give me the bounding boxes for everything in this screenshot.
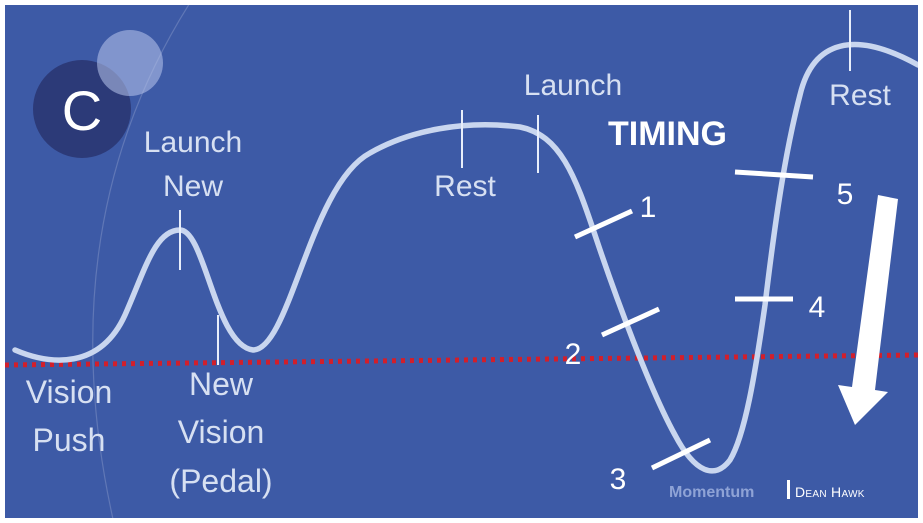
label-vision-push-line1: Vision <box>26 374 113 410</box>
brand-author: Dean Hawk <box>795 484 865 500</box>
step-number-1: 1 <box>640 191 657 224</box>
label-rest-top: Rest <box>829 79 891 112</box>
step-number-5: 5 <box>837 178 854 211</box>
label-vision-push-line2: Push <box>33 422 106 458</box>
step-number-2: 2 <box>565 338 582 371</box>
timing-title: TIMING <box>608 115 727 153</box>
logo-light-circle <box>97 30 163 96</box>
timing-marker-3 <box>650 437 712 471</box>
logo: C <box>33 30 163 158</box>
label-new-vision-line3: (Pedal) <box>169 463 272 499</box>
step-number-4: 4 <box>809 291 826 324</box>
label-rest: Rest <box>434 170 496 203</box>
momentum-timing-diagram: C TIMING Launch New Rest Launch Rest Vis… <box>5 5 918 518</box>
diagram-canvas: C TIMING Launch New Rest Launch Rest Vis… <box>5 5 918 518</box>
stage-labels: Launch New Rest Launch Rest Vision Push … <box>26 69 892 499</box>
timing-marker-5 <box>734 169 814 180</box>
logo-letter: C <box>62 79 102 142</box>
label-new-vision-line1: New <box>189 366 254 402</box>
brand-name: Momentum <box>669 484 754 501</box>
down-arrow-icon <box>838 195 898 425</box>
timing-marker-1 <box>573 208 634 240</box>
brand-separator <box>787 480 790 499</box>
label-new-vision-line2: Vision <box>178 414 265 450</box>
label-launch-new-line2: New <box>163 170 223 203</box>
step-numbers: 1 2 3 4 5 <box>565 178 854 496</box>
label-launch: Launch <box>524 69 622 102</box>
brand-footer: Momentum Dean Hawk <box>669 480 865 501</box>
label-launch-new-line1: Launch <box>144 126 242 159</box>
step-number-3: 3 <box>610 463 627 496</box>
timing-marker-2 <box>600 306 661 338</box>
slide-background <box>5 5 918 518</box>
